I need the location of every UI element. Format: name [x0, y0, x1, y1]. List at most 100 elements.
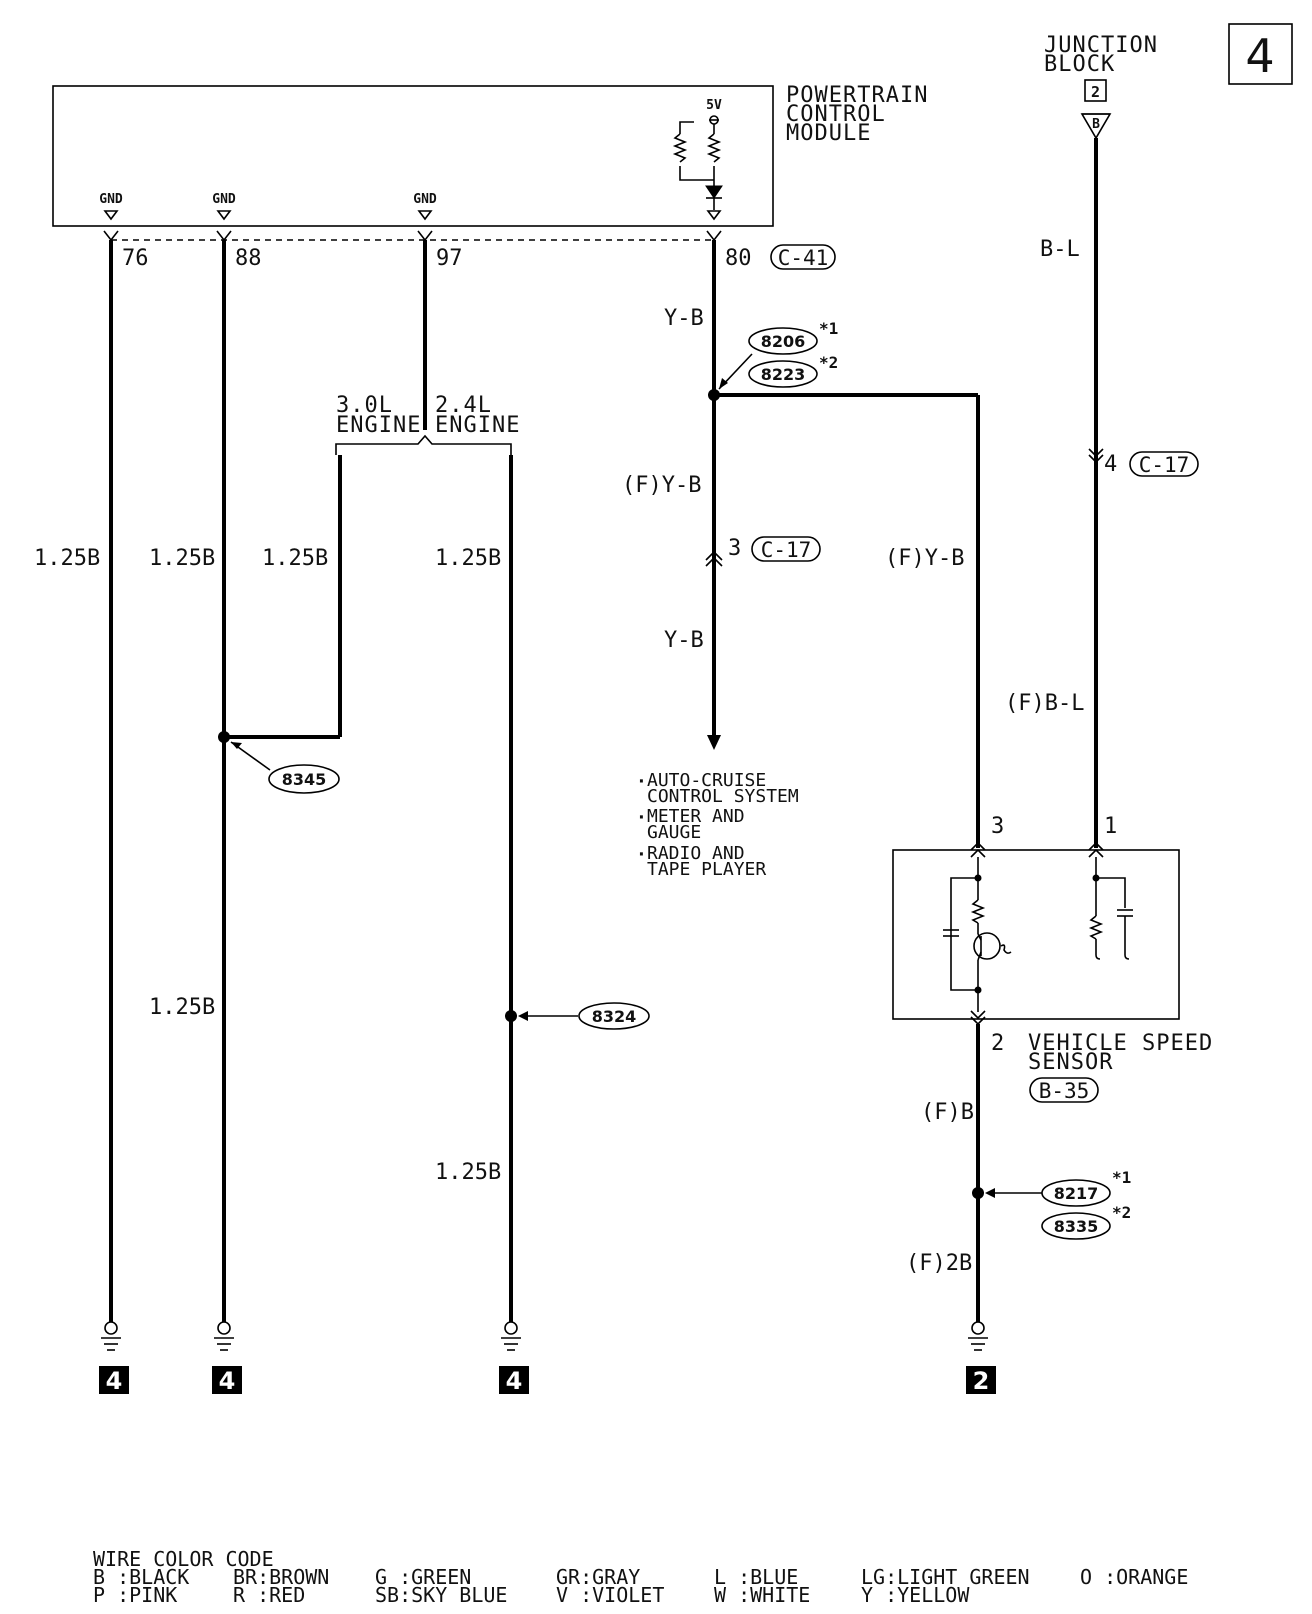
wire-80-lower-label: Y-B: [664, 628, 704, 653]
pin-80: 80: [725, 246, 752, 271]
diagram-label: SB:SKY BLUE: [375, 1583, 507, 1607]
sensor-label-2: SENSOR: [1028, 1050, 1113, 1075]
pin-88: 88: [235, 246, 262, 271]
wire-sensor-signal: (F)Y-B 3: [714, 393, 1004, 858]
diagram-label: GAUGE: [647, 822, 701, 843]
connector-c17-left: C-17: [761, 538, 812, 562]
junction-block-label-1: JUNCTION: [1044, 33, 1158, 58]
diagram-label: 8217: [1054, 1184, 1099, 1203]
diagram-label: Y :YELLOW: [861, 1583, 970, 1607]
wire-bl-label: B-L: [1040, 237, 1080, 262]
junction-block-tag: 2: [1091, 83, 1100, 101]
junction-connector-letter: B: [1092, 117, 1100, 132]
page-number-box: 4: [1228, 23, 1293, 85]
junction-block-label-2: BLOCK: [1044, 52, 1115, 77]
sensor-label-1: VEHICLE SPEED: [1028, 1031, 1213, 1056]
wire-24l-lower-label: 1.25B: [435, 1160, 501, 1185]
diagram-label: W :WHITE: [714, 1583, 810, 1607]
gnd-label-76: GND: [99, 192, 123, 207]
diagram-label: O :ORANGE: [1080, 1565, 1188, 1589]
splice-8217-8335: 8217 *1 8335 *2: [1041, 1168, 1131, 1240]
wire-80: Y-B (F)Y-B Y-B 3 C-17: [622, 240, 821, 750]
diagram-label: 8206: [761, 332, 806, 351]
diagram-label: 8223: [761, 365, 806, 384]
engine-30l: 3.0L: [336, 393, 393, 418]
pcm-label-2: CONTROL: [786, 102, 886, 127]
engine-24l: 2.4L: [435, 393, 492, 418]
ground-ref-2: 4: [219, 1367, 236, 1395]
diagram-label: *2: [1112, 1203, 1131, 1222]
engine-30l-word: ENGINE: [336, 413, 421, 438]
diagram-label: ·: [636, 807, 647, 828]
connector-c17-right: C-17: [1139, 453, 1190, 477]
diagram-label: C-41: [778, 246, 829, 270]
diagram-label: P :PINK: [93, 1583, 177, 1607]
diagram-label: *2: [819, 353, 838, 372]
pcm-label-1: POWERTRAIN: [786, 83, 928, 108]
vehicle-speed-sensor: 2 VEHICLE SPEED SENSOR B-35: [892, 849, 1213, 1103]
wire-80-label: Y-B: [664, 306, 704, 331]
diagram-label: *1: [819, 319, 838, 338]
wire-color-code-legend: WIRE COLOR CODE B :BLACK BR:BROWN G :GRE…: [93, 1547, 1188, 1607]
diagram-label: LG:LIGHT GREEN: [861, 1565, 1030, 1589]
diagram-label: B :BLACK: [93, 1565, 189, 1589]
connector-b35: B-35: [1039, 1079, 1090, 1103]
wire-30l-label: 1.25B: [262, 546, 328, 571]
diagram-label: L :BLUE: [714, 1565, 798, 1589]
wire-76: 1.25B: [34, 240, 113, 1322]
pin-76: 76: [122, 246, 149, 271]
diagram-label: 8324: [592, 1007, 637, 1026]
splice-8324: 8324: [505, 1002, 650, 1030]
diagram-label: R :RED: [233, 1583, 305, 1607]
wire-80-f-label: (F)Y-B: [622, 473, 701, 498]
diagram-label: *1: [1112, 1168, 1131, 1187]
wire-76-label: 1.25B: [34, 546, 100, 571]
diagram-label: RADIO AND: [647, 843, 745, 864]
connector-c41: C-41: [770, 244, 836, 270]
sensor-pin-1: 1: [1104, 814, 1117, 839]
ground-symbol-1: 4: [99, 1321, 129, 1395]
ground-symbol-3: 4: [499, 1321, 529, 1395]
diagram-label: ·: [636, 771, 647, 792]
sensor-pin-3: 3: [991, 814, 1004, 839]
gnd-label-97: GND: [413, 192, 437, 207]
diagram-label: CONTROL SYSTEM: [647, 786, 799, 807]
ground-ref-3: 4: [506, 1367, 523, 1395]
diagram-label: G :GREEN: [375, 1565, 471, 1589]
splice-8206-8223: 8206 *1 8223 *2: [708, 319, 838, 401]
sensor-pin-2: 2: [991, 1031, 1004, 1056]
wire-junction-block: B-L 4 C-17 (F)B-L 1: [1005, 138, 1199, 858]
diagram-label: AUTO-CRUISE: [647, 770, 766, 791]
gnd-label-88: GND: [212, 192, 236, 207]
diagram-label: V :VIOLET: [556, 1583, 664, 1607]
wire-fbl-label: (F)B-L: [1005, 691, 1084, 716]
pcm-label-3: MODULE: [786, 121, 871, 146]
wire-24l-label: 1.25B: [435, 546, 501, 571]
ground-ref-4: 2: [973, 1367, 990, 1395]
wire-sensor-ground: (F)B (F)2B: [906, 1024, 1042, 1322]
ground-ref-1: 4: [106, 1367, 123, 1395]
diagram-label: METER AND: [647, 806, 745, 827]
pin-97: 97: [436, 246, 463, 271]
wire-fb-label: (F)B: [921, 1100, 974, 1125]
splice-8345: 8345: [218, 731, 340, 794]
diagram-label: 8345: [282, 770, 327, 789]
wire-88-label: 1.25B: [149, 546, 215, 571]
legend-title: WIRE COLOR CODE: [93, 1547, 274, 1571]
ground-symbol-2: 4: [212, 1321, 242, 1395]
diagram-label: GR:GRAY: [556, 1565, 640, 1589]
wire-97: 1.25B 1.25B 1.25B: [224, 240, 513, 1322]
pin-3-c17: 3: [728, 536, 741, 561]
diagram-label: BR:BROWN: [233, 1565, 329, 1589]
ground-symbol-4: 2: [966, 1321, 996, 1395]
diagram-label: 8335: [1054, 1217, 1099, 1236]
powertrain-control-module: POWERTRAIN CONTROL MODULE GND GND GND 5V: [52, 83, 928, 227]
page-number: 4: [1245, 29, 1274, 83]
diagram-label: TAPE PLAYER: [647, 859, 766, 880]
junction-block: JUNCTION BLOCK 2 B: [1044, 33, 1158, 140]
wire-f2b-label: (F)2B: [906, 1251, 972, 1276]
engine-24l-word: ENGINE: [435, 413, 520, 438]
engine-variant-bracket: 3.0L ENGINE 2.4L ENGINE: [335, 393, 520, 455]
wire-88: 1.25B 1.25B: [149, 240, 226, 1322]
